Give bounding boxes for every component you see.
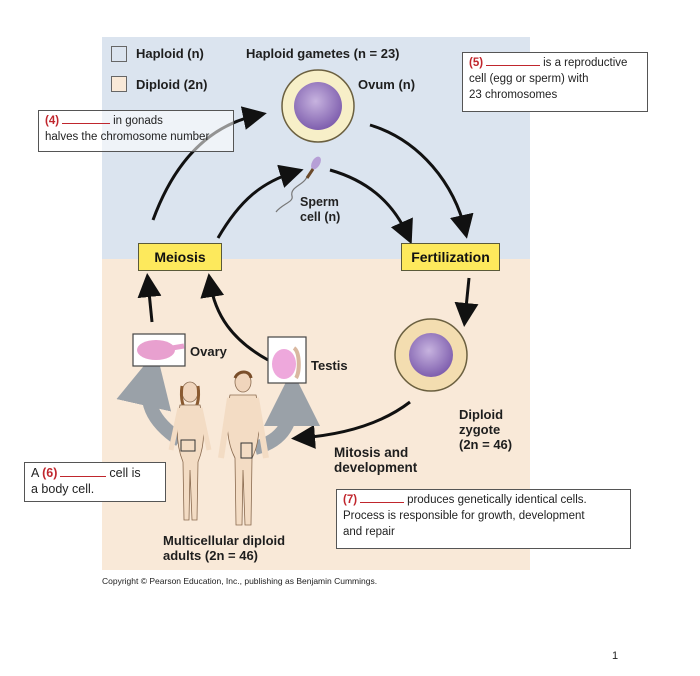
sperm-label-1: Sperm xyxy=(300,195,339,209)
question-6-box: A (6) cell is a body cell. xyxy=(24,462,166,502)
ovary-label: Ovary xyxy=(190,344,227,359)
ovum-label: Ovum (n) xyxy=(358,77,416,92)
adults-label-2: adults (2n = 46) xyxy=(163,548,258,563)
question-4-box: (4) in gonads halves the chromosome numbe… xyxy=(38,110,234,152)
mitosis-label-1: Mitosis and xyxy=(334,445,409,460)
haploid-legend-label: Haploid (n) xyxy=(136,46,204,61)
haploid-legend-swatch xyxy=(111,46,127,62)
female-adult-figure xyxy=(168,381,212,521)
question-6-prefix: A xyxy=(31,466,39,480)
haploid-gametes-title: Haploid gametes (n = 23) xyxy=(246,46,400,61)
question-7-blank[interactable] xyxy=(360,492,405,503)
page-number: 1 xyxy=(612,650,619,662)
adults-label-1: Multicellular diploid xyxy=(163,533,286,548)
copyright-notice: Copyright © Pearson Education, Inc., pub… xyxy=(102,576,378,586)
question-6-number: (6) xyxy=(42,466,58,480)
zygote-label-1: Diploid xyxy=(459,407,504,422)
question-7-text-3: and repair xyxy=(343,526,395,538)
sperm-label-2: cell (n) xyxy=(300,210,340,224)
testis-label: Testis xyxy=(311,358,348,373)
question-6-text-2: a body cell. xyxy=(31,482,95,496)
question-7-number: (7) xyxy=(343,494,358,506)
diploid-legend-swatch xyxy=(111,76,127,92)
question-5-box: (5) is a reproductive cell (egg or sperm)… xyxy=(462,52,648,112)
fertilization-label: Fertilization xyxy=(401,243,500,271)
fertilization-to-zygote-arrow xyxy=(454,277,479,327)
ovum-cell xyxy=(281,69,355,143)
testis-image xyxy=(267,336,307,384)
ovary-to-meiosis-arrow xyxy=(137,273,162,323)
sperm-to-fertilization-arrow xyxy=(329,168,413,245)
zygote-cell xyxy=(394,318,468,392)
question-7-box: (7) produces genetically identical cells.… xyxy=(336,489,631,549)
mitosis-arrow xyxy=(291,400,411,449)
question-6-blank[interactable] xyxy=(60,466,107,477)
question-5-text-2: cell (egg or sperm) with xyxy=(469,73,589,85)
question-4-text-2: halves the chromosome number xyxy=(45,131,210,143)
question-4-text-1: in gonads xyxy=(113,115,163,127)
question-4-number: (4) xyxy=(45,115,60,127)
question-7-text-2: Process is responsible for growth, devel… xyxy=(343,510,585,522)
ovary-image xyxy=(132,333,186,367)
ovum-to-fertilization-arrow xyxy=(369,123,474,239)
diploid-legend-label: Diploid (2n) xyxy=(136,77,208,92)
question-7-text-1: produces genetically identical cells. xyxy=(407,494,587,506)
meiosis-label: Meiosis xyxy=(138,243,222,271)
male-adult-figure xyxy=(218,370,269,526)
question-4-blank[interactable] xyxy=(62,113,111,124)
meiosis-to-sperm-arrow xyxy=(216,164,304,239)
question-6-text-1: cell is xyxy=(109,466,141,480)
question-5-number: (5) xyxy=(469,57,484,69)
question-5-text-1: is a reproductive xyxy=(543,57,628,69)
zygote-label-3: (2n = 46) xyxy=(459,437,513,452)
zygote-label-2: zygote xyxy=(459,422,501,437)
question-5-text-3: 23 chromosomes xyxy=(469,89,558,101)
testis-to-meiosis-arrow xyxy=(200,273,269,362)
question-5-blank[interactable] xyxy=(486,55,541,66)
mitosis-label-2: development xyxy=(334,460,418,475)
